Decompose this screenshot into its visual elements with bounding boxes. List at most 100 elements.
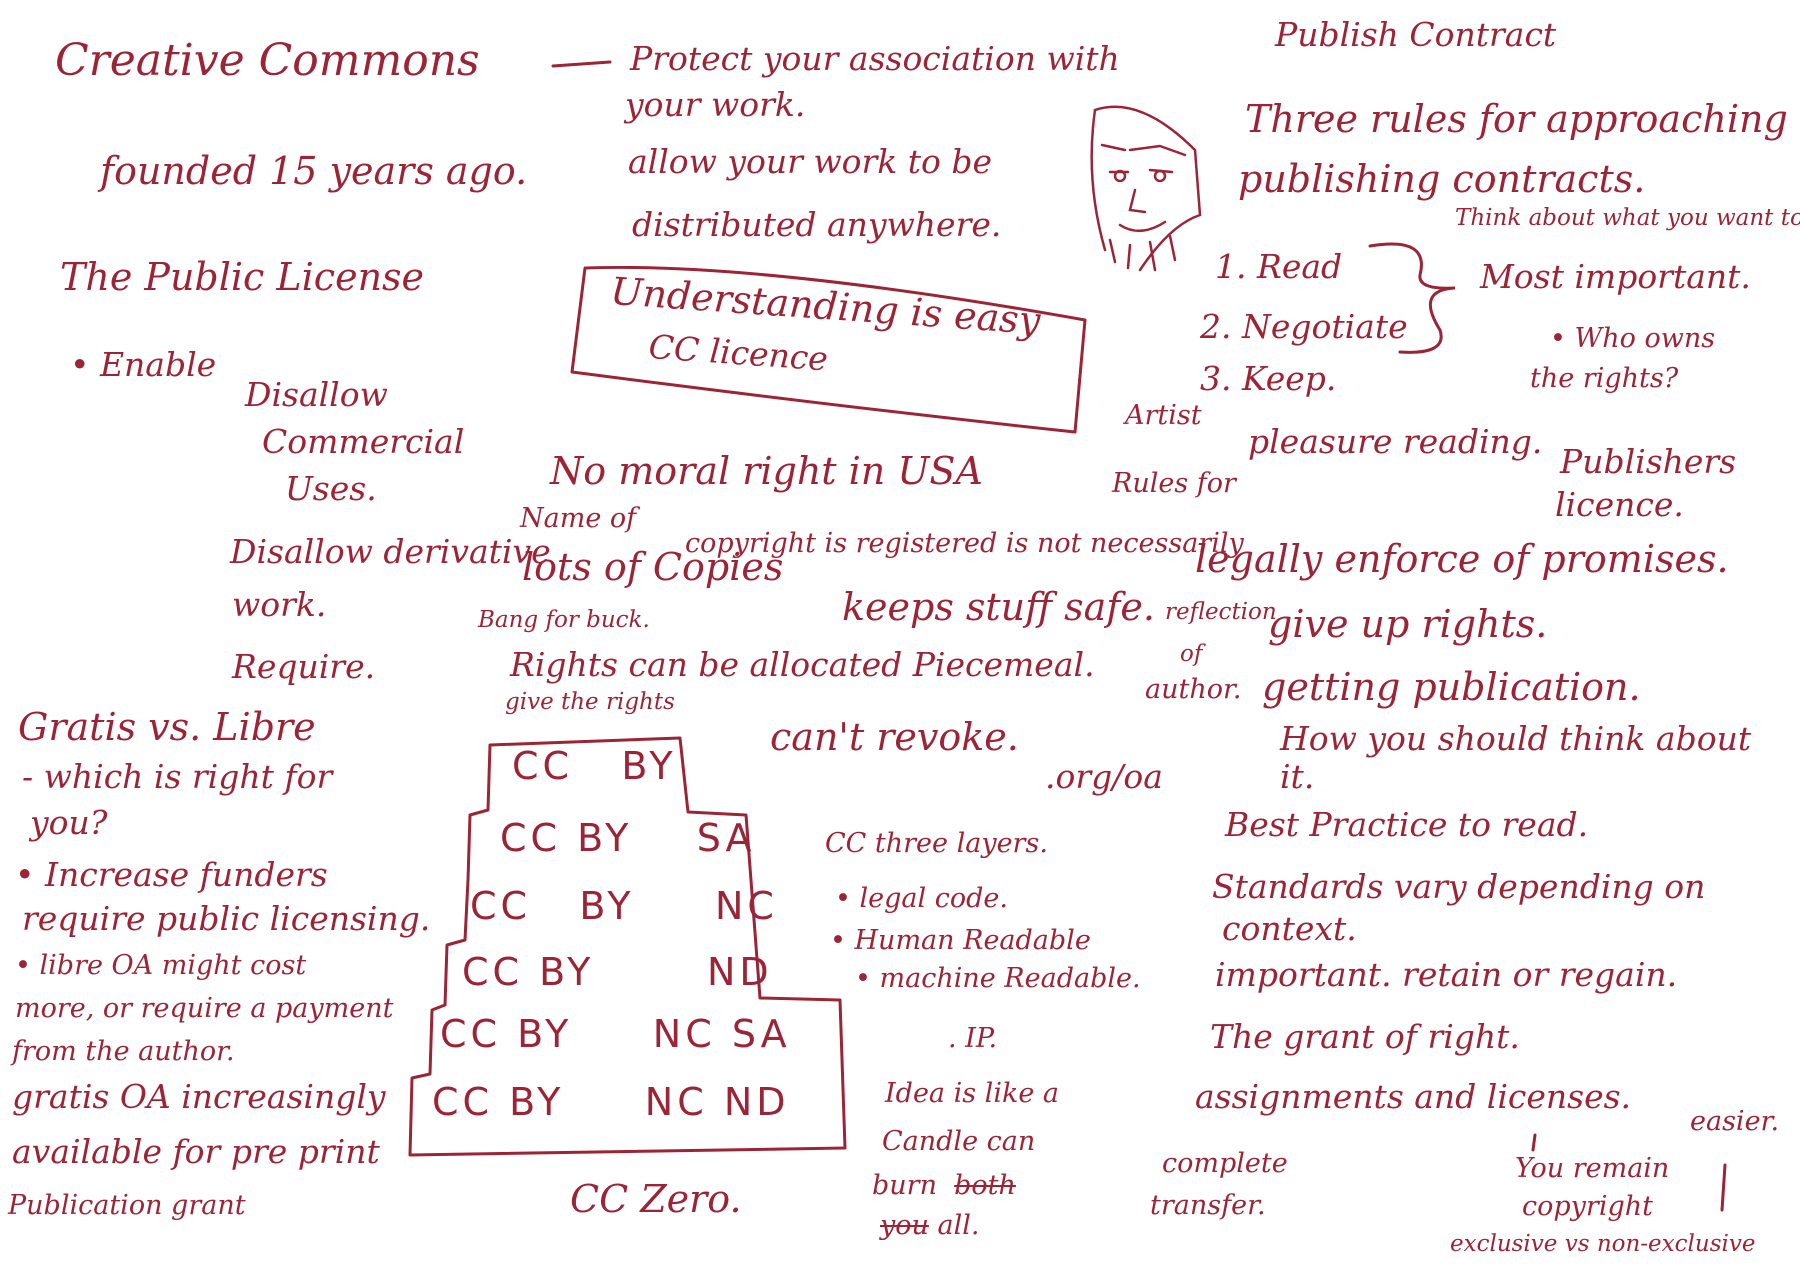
complete-transfer-2: transfer.	[1150, 1190, 1266, 1221]
rule-keep: 3. Keep.	[1200, 359, 1337, 398]
cc-by-nc-nd-nc: NC	[644, 1080, 708, 1124]
tick-mark	[1531, 1133, 1537, 1152]
public-license-title: The Public License	[60, 255, 425, 299]
cc-by-sa-cc: CC	[500, 816, 562, 860]
bang-for-buck-note: Bang for buck.	[478, 607, 650, 633]
libre-oa-1: • libre OA might cost	[15, 950, 307, 981]
require-note: Require.	[232, 647, 376, 686]
side-tick	[1720, 1163, 1727, 1212]
cc-by-nc-by: BY	[579, 884, 635, 928]
who-owns-line-1: • Who owns	[1550, 323, 1716, 354]
how-think-1: How you should think about	[1280, 719, 1752, 758]
idea-candle-4: you all.	[880, 1210, 979, 1241]
cc-by-nc-nc: NC	[714, 884, 778, 928]
idea-candle-you-struck: you	[880, 1210, 929, 1241]
which-right-line: - which is right for	[22, 757, 333, 796]
ip-note: . IP.	[948, 1023, 998, 1054]
cc-by-nd-by: BY	[539, 950, 595, 994]
idea-candle-1: Idea is like a	[885, 1078, 1059, 1109]
cc-zero-note: CC Zero.	[570, 1177, 742, 1221]
lots-of-copies-note: lots of Copies	[522, 545, 784, 589]
heading-dash	[551, 60, 612, 68]
cc-three-layers-note: CC three layers.	[825, 828, 1048, 859]
layer-legal-code: • legal code.	[835, 883, 1008, 914]
grant-of-right-note: The grant of right.	[1210, 1017, 1520, 1056]
cc-by-nc-row: CC BY NC	[470, 884, 778, 928]
cc-by-nc-sa-by: BY	[517, 1012, 573, 1056]
increase-funders-note: • Increase funders	[15, 855, 328, 894]
rules-for-note: Rules for	[1112, 468, 1236, 499]
idea-candle-both-struck: both	[954, 1170, 1016, 1201]
cant-revoke-note: can't revoke.	[770, 715, 1019, 759]
cc-by-nc-nd-cc: CC	[432, 1080, 494, 1124]
heading-creative-commons: Creative Commons	[55, 35, 480, 86]
most-important-note: Most important.	[1480, 257, 1751, 296]
cc-by-row-by: BY	[621, 744, 677, 788]
exclusive-vs-nonexclusive: exclusive vs non-exclusive	[1450, 1231, 1756, 1257]
easier-note: easier.	[1690, 1106, 1780, 1137]
standards-vary-2: context.	[1222, 909, 1357, 948]
cc-by-sa-by: BY	[577, 816, 633, 860]
disallow-derivative-1: Disallow derivative	[230, 532, 551, 571]
name-of-note: Name of	[520, 503, 637, 534]
layer-human-readable: • Human Readable	[830, 925, 1091, 956]
standards-vary-1: Standards vary depending on	[1212, 867, 1706, 906]
best-practice-note: Best Practice to read.	[1225, 805, 1589, 844]
rights-piecemeal-note: Rights can be allocated Piecemeal.	[510, 645, 1095, 684]
you-remain-2: copyright	[1522, 1191, 1653, 1222]
understanding-box-outline	[570, 265, 1087, 434]
protect-line-1: Protect your association with	[630, 39, 1120, 78]
you-line: you?	[30, 803, 108, 842]
enable-bullet: • Enable	[70, 345, 217, 384]
give-up-rights-note: give up rights.	[1268, 602, 1548, 646]
disallow-commercial-3: Uses.	[285, 469, 377, 508]
cc-by-nc-sa-nc: NC	[652, 1012, 716, 1056]
of-author-2: author.	[1145, 674, 1242, 705]
of-author-1: of	[1180, 641, 1203, 667]
cc-by-nc-nd-by: BY	[509, 1080, 565, 1124]
idea-candle-burn: burn	[872, 1170, 937, 1201]
publishers-licence-1: Publishers	[1560, 442, 1737, 481]
cc-by-sa-row: CC BY SA	[500, 816, 756, 860]
libre-oa-2: more, or require a payment	[15, 993, 394, 1024]
rule-negotiate: 2. Negotiate	[1200, 307, 1408, 346]
you-remain-1: You remain	[1515, 1153, 1670, 1184]
disallow-commercial-1: Disallow	[245, 375, 388, 414]
important-retain-note: important. retain or regain.	[1215, 955, 1678, 994]
cc-by-nd-cc: CC	[462, 950, 524, 994]
legally-enforce-note: legally enforce of promises.	[1195, 537, 1729, 581]
protect-line-2: your work.	[625, 85, 806, 124]
reflection-note: reflection	[1165, 599, 1277, 625]
pleasure-reading-note: pleasure reading.	[1248, 422, 1543, 461]
who-owns-line-2: the rights?	[1530, 363, 1679, 394]
idea-candle-3: burn both	[872, 1170, 1016, 1201]
idea-candle-2: Candle can	[882, 1126, 1036, 1157]
cc-by-nc-nd-row: CC BY NC ND	[432, 1080, 790, 1124]
getting-publication-note: getting publication.	[1262, 665, 1641, 709]
libre-oa-3: from the author.	[12, 1036, 235, 1067]
cc-by-row-cc: CC	[512, 744, 574, 788]
publish-contract-title: Publish Contract	[1275, 15, 1557, 54]
gratis-oa-1: gratis OA increasingly	[12, 1077, 386, 1116]
cc-by-nc-sa-sa: SA	[731, 1012, 791, 1056]
copyright-registered-note: copyright is registered is not necessari…	[685, 528, 1244, 559]
publishers-licence-2: licence.	[1555, 485, 1684, 524]
cc-by-nc-nd-nd: ND	[723, 1080, 790, 1124]
three-rules-line-1: Three rules for approaching	[1245, 97, 1788, 141]
org-oa-note: .org/oa	[1045, 757, 1163, 796]
how-think-2: it.	[1280, 757, 1315, 796]
rule-read: 1. Read	[1215, 247, 1343, 286]
cc-by-nc-cc: CC	[470, 884, 532, 928]
founded-note: founded 15 years ago.	[100, 149, 528, 193]
rules-brace	[1368, 242, 1456, 354]
cc-by-row: CC BY	[512, 744, 677, 788]
gratis-oa-2: available for pre print	[12, 1132, 380, 1171]
give-the-rights-note: give the rights	[505, 689, 675, 715]
cc-by-nc-sa-cc: CC	[440, 1012, 502, 1056]
allow-line-1: allow your work to be	[628, 142, 993, 181]
cc-by-nc-sa-row: CC BY NC SA	[440, 1012, 791, 1056]
layer-machine-readable: • machine Readable.	[855, 963, 1141, 994]
no-moral-right-note: No moral right in USA	[550, 449, 983, 493]
cc-by-nd-row: CC BY ND	[462, 950, 773, 994]
